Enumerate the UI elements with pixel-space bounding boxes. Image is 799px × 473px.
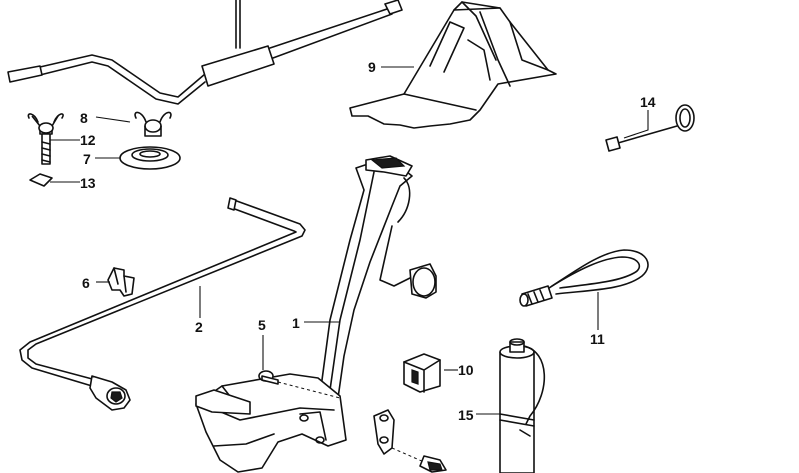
- jack: [195, 155, 437, 473]
- callout-10: 10: [458, 362, 474, 378]
- callout-14: 14: [640, 94, 656, 110]
- callout-5: 5: [258, 317, 266, 333]
- callout-12: 12: [80, 132, 96, 148]
- callout-6: 6: [82, 275, 90, 291]
- square-nut: [29, 173, 53, 187]
- lock-pin: [605, 104, 695, 152]
- callout-7: 7: [83, 151, 91, 167]
- wheel-chock: [349, 1, 557, 129]
- callout-11: 11: [590, 331, 605, 347]
- rubber-block: [403, 353, 441, 393]
- leader-lines: [50, 66, 649, 415]
- grommet: [119, 146, 181, 170]
- hook-loop: [519, 249, 649, 307]
- bracket: [373, 409, 447, 473]
- wing-bolt: [27, 113, 64, 165]
- callout-15: 15: [458, 407, 474, 423]
- bolt: [258, 370, 341, 399]
- wheel-brace: [19, 197, 306, 411]
- callout-1: 1: [292, 315, 300, 331]
- callout-9: 9: [368, 59, 376, 75]
- callout-13: 13: [80, 175, 96, 191]
- spray-can: [499, 338, 546, 473]
- wing-nut: [134, 111, 172, 137]
- crank-handle-top: [7, 0, 403, 105]
- callout-8: 8: [80, 110, 88, 126]
- callout-2: 2: [195, 319, 203, 335]
- clip: [107, 267, 135, 297]
